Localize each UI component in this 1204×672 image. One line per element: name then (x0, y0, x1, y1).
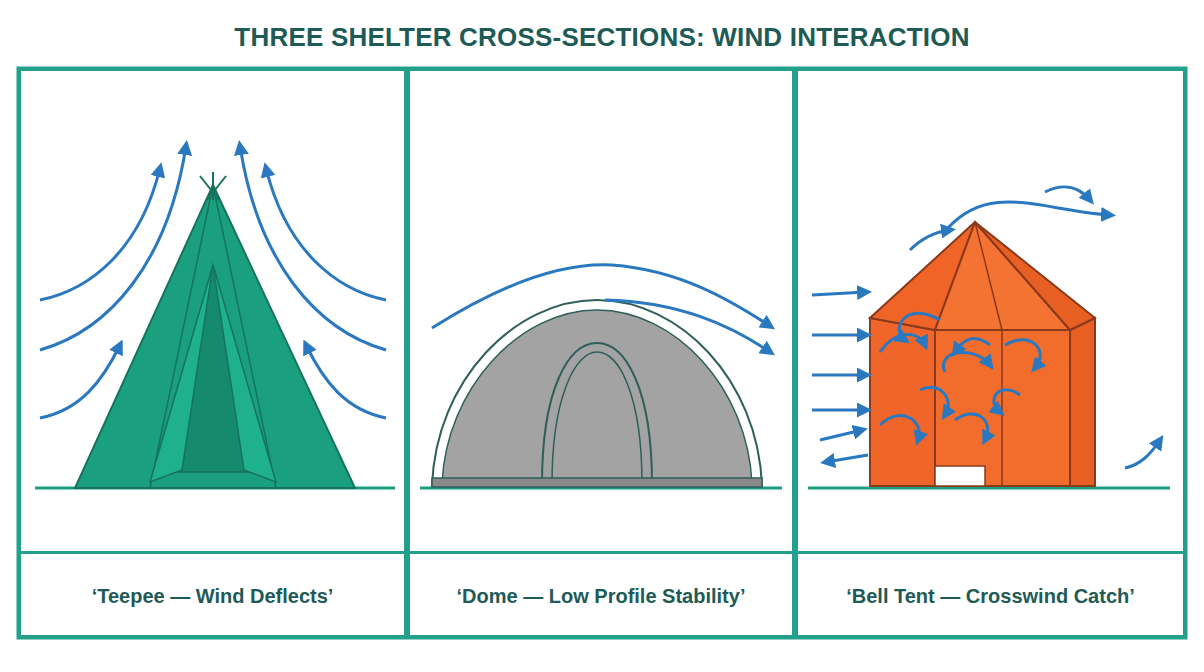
outer-frame (18, 68, 1186, 638)
panel-caption: ‘Teepee — Wind Deflects’ (21, 551, 404, 638)
shelter-panel: ‘Teepee — Wind Deflects’ (18, 68, 407, 638)
panel-caption: ‘Dome — Low Profile Stability’ (410, 551, 792, 638)
teepee-illustration (35, 146, 395, 488)
shelter-panel: ‘Dome — Low Profile Stability’ (407, 68, 795, 638)
dome-illustration (420, 265, 782, 488)
panel-caption: ‘Bell Tent — Crosswind Catch’ (798, 551, 1183, 638)
bell-tent-illustration (808, 187, 1170, 488)
shelter-panel: ‘Bell Tent — Crosswind Catch’ (795, 68, 1186, 638)
diagram-title: THREE SHELTER CROSS-SECTIONS: WIND INTER… (0, 22, 1204, 53)
